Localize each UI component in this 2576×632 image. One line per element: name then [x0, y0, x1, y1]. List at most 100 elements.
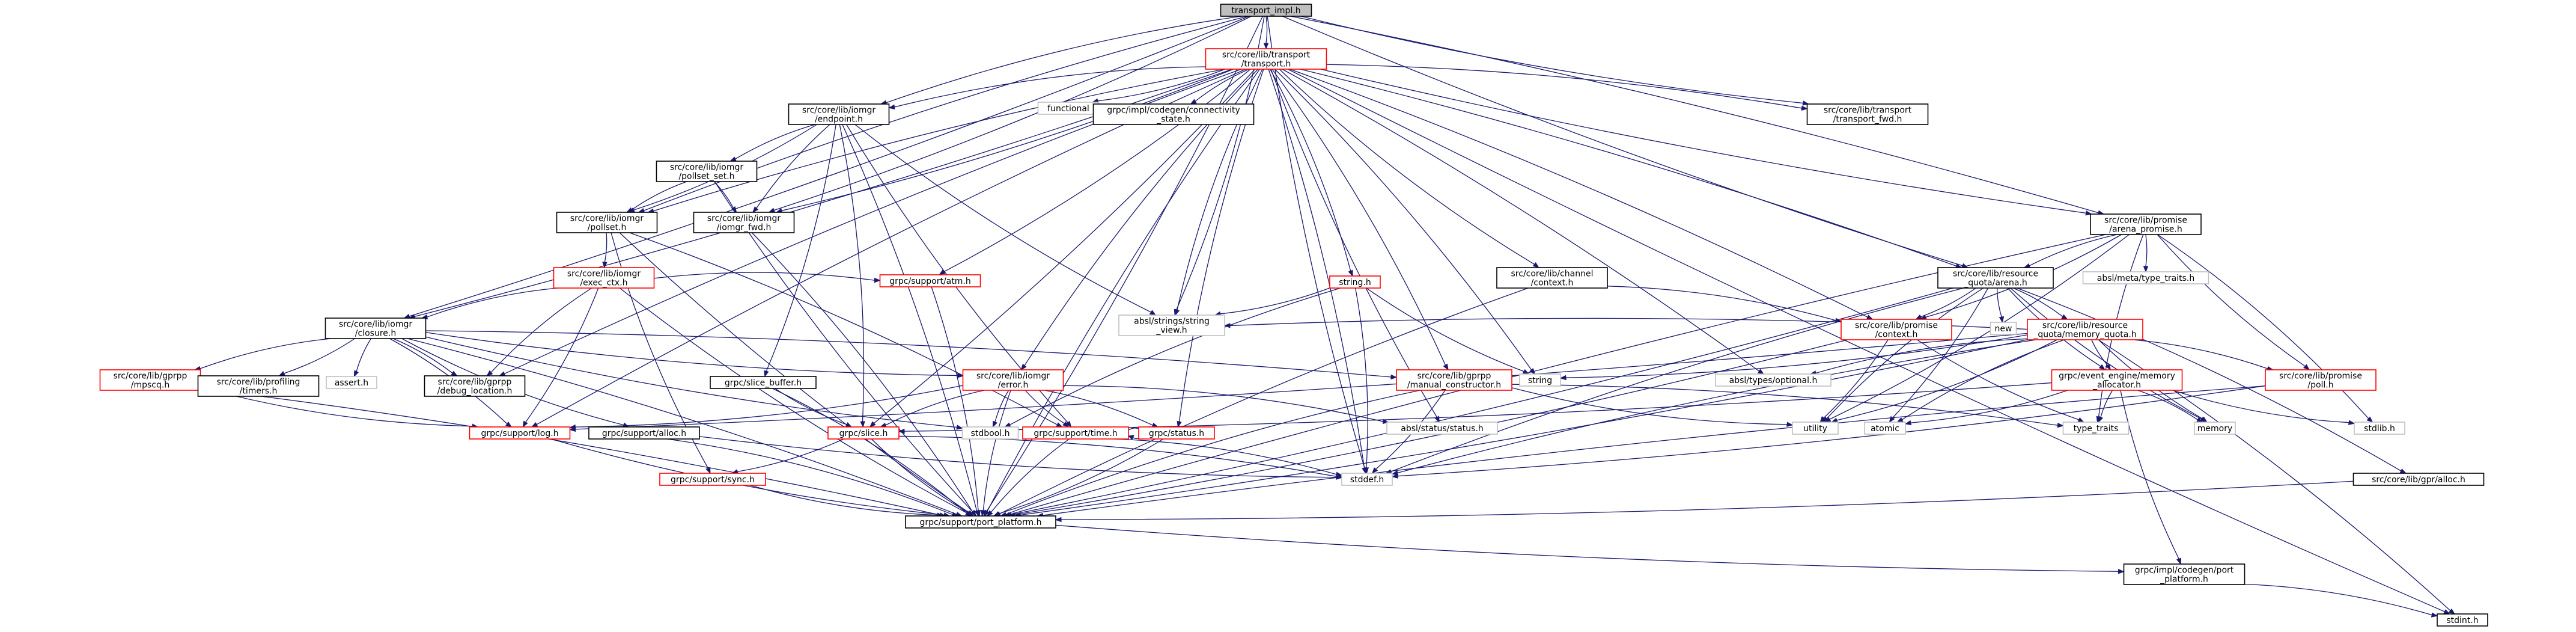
edge-atm-to-port_platform [931, 286, 981, 517]
node-box [1715, 373, 1832, 387]
node-pollset-set[interactable]: src/core/lib/iomgr/pollset_set.h [656, 161, 758, 182]
node-memory-quota[interactable]: src/core/lib/resource_quota/memory_quota… [2027, 319, 2143, 340]
edge-transport-to-connectivity_state [1190, 69, 1249, 105]
node-label: grpc/support/time.h [1034, 429, 1117, 438]
node-box [1841, 319, 1952, 340]
node-string-h[interactable]: string.h [1329, 275, 1381, 289]
node-new: new [1990, 322, 2017, 335]
node-slice[interactable]: grpc/slice.h [827, 426, 900, 440]
node-promise-context[interactable]: src/core/lib/promise/context.h [1841, 319, 1952, 340]
node-box [324, 318, 427, 339]
node-transport[interactable]: src/core/lib/transport/transport.h [1205, 48, 1327, 70]
node-label: src/core/lib/promise [2279, 372, 2362, 381]
node-log[interactable]: grpc/support/log.h [469, 426, 571, 440]
node-label: src/core/lib/gpr/alloc.h [2372, 475, 2465, 485]
node-label: src/core/lib/resource [1953, 269, 2038, 279]
node-label: _platform.h [2160, 575, 2208, 584]
edge-memory_quota-to-utility [1831, 339, 2057, 423]
edge-manual_constructor-to-port_platform [1000, 390, 1420, 517]
node-box [2354, 422, 2405, 435]
node-alloc[interactable]: grpc/support/alloc.h [588, 426, 700, 440]
node-mpscq[interactable]: src/core/lib/gprpp/mpscq.h [99, 369, 201, 391]
edge-transport-to-string_view [1175, 69, 1263, 316]
node-label: new [1995, 324, 2012, 334]
edge-memory_quota-to-string [1559, 334, 2028, 381]
edge-transport-to-manual_constructor [1271, 69, 1449, 371]
node-timers[interactable]: src/core/lib/profiling/timers.h [197, 375, 320, 397]
edge-slice_buffer-to-port_platform [772, 388, 972, 517]
node-port-platform[interactable]: grpc/support/port_platform.h [905, 515, 1056, 529]
edge-manual_constructor-to-type_traits [1511, 384, 2064, 428]
node-channel-context[interactable]: src/core/lib/channel/context.h [1496, 267, 1608, 289]
node-box [961, 426, 1019, 440]
node-manual-constructor[interactable]: src/core/lib/gprpp/manual_constructor.h [1396, 369, 1512, 391]
node-label: src/core/lib/promise [1855, 321, 1938, 331]
node-atomic: atomic [1864, 422, 1906, 435]
node-gpr-alloc[interactable]: src/core/lib/gpr/alloc.h [2352, 473, 2485, 486]
node-status-h[interactable]: grpc/status.h [1138, 426, 1215, 440]
node-resource-arena[interactable]: src/core/lib/resource_quota/arena.h [1937, 267, 2054, 289]
node-label: /pollset.h [588, 223, 627, 233]
edge-exec_ctx-to-log [522, 287, 599, 428]
node-label: /endpoint.h [815, 115, 863, 124]
node-connectivity-state[interactable]: grpc/impl/codegen/connectivity_state.h [1092, 103, 1255, 125]
edge-error-to-absl_status [1063, 385, 1390, 425]
edge-closure-to-manual_constructor [425, 330, 1398, 380]
edge-pollset-to-time [629, 232, 1063, 428]
node-iomgr-fwd[interactable]: src/core/lib/iomgr/iomgr_fwd.h [693, 212, 795, 233]
node-label: stdlib.h [2364, 424, 2395, 434]
edge-memory_allocator-to-stdlib [2172, 390, 2355, 425]
node-stdint[interactable]: stdint.h [2437, 613, 2488, 627]
node-pollset[interactable]: src/core/lib/iomgr/pollset.h [556, 212, 658, 233]
node-label: /context.h [1875, 330, 1918, 340]
node-box [1329, 275, 1381, 289]
node-box [553, 267, 655, 289]
node-box [1092, 103, 1255, 125]
node-box [1792, 422, 1839, 435]
node-functional: functional [1037, 102, 1100, 115]
node-transport-fwd[interactable]: src/core/lib/transport/transport_fwd.h [1806, 103, 1929, 125]
node-label: /arena_promise.h [2109, 225, 2182, 235]
node-codegen-port-platform[interactable]: grpc/impl/codegen/port_platform.h [2123, 563, 2246, 585]
edge-error-to-time [1025, 390, 1070, 428]
node-promise-poll[interactable]: src/core/lib/promise/poll.h [2265, 369, 2377, 391]
node-memory-allocator[interactable]: grpc/event_engine/memory_allocator.h [2051, 369, 2183, 391]
node-label: grpc/event_engine/memory [2059, 372, 2175, 381]
node-box [99, 369, 201, 391]
node-label: type_traits [2074, 424, 2119, 434]
node-box [905, 515, 1056, 529]
node-label: absl/status/status.h [1401, 424, 1483, 434]
edge-transport_impl-to-transport_fwd [1300, 16, 1809, 106]
nodes-layer: transport_impl.hsrc/core/lib/transport/t… [99, 4, 2488, 627]
node-box [1118, 314, 1225, 336]
node-debug-location[interactable]: src/core/lib/gprpp/debug_location.h [424, 375, 526, 397]
edge-string_h-to-stdbool [1003, 287, 1341, 428]
node-label: grpc/slice.h [839, 429, 888, 438]
node-box [879, 274, 981, 287]
edge-transport_impl-to-endpoint [880, 16, 1241, 105]
node-arena-promise[interactable]: src/core/lib/promise/arena_promise.h [2090, 213, 2202, 235]
edge-promise_poll-to-port_platform [1037, 385, 2266, 518]
node-label: absl/strings/string [1134, 317, 1210, 327]
node-label: src/core/lib/profiling [217, 378, 300, 387]
node-exec-ctx[interactable]: src/core/lib/iomgr/exec_ctx.h [553, 267, 655, 289]
edge-channel_context-to-port_platform [994, 287, 1529, 517]
edge-transport-to-optional [1282, 69, 1765, 375]
edge-endpoint-to-slice [839, 124, 865, 428]
node-slice-buffer[interactable]: grpc/slice_buffer.h [710, 376, 817, 389]
node-box [1205, 48, 1327, 70]
edge-transport-to-string_h [1270, 69, 1353, 277]
node-atm[interactable]: grpc/support/atm.h [879, 274, 981, 287]
node-endpoint[interactable]: src/core/lib/iomgr/endpoint.h [788, 103, 890, 125]
edge-exec_ctx-to-atm [654, 272, 881, 283]
node-box [656, 161, 758, 182]
node-closure[interactable]: src/core/lib/iomgr/closure.h [324, 318, 427, 339]
node-error[interactable]: src/core/lib/iomgr/error.h [962, 369, 1064, 391]
node-time[interactable]: grpc/support/time.h [1022, 426, 1129, 440]
node-label: _allocator.h [2092, 381, 2141, 390]
node-sync[interactable]: grpc/support/sync.h [659, 473, 766, 486]
edge-endpoint-to-pollset_set [729, 124, 815, 162]
node-label: /exec_ctx.h [580, 278, 627, 288]
edge-iomgr_fwd-to-port_platform [751, 232, 976, 517]
node-label: _quota/arena.h [1963, 278, 2027, 288]
